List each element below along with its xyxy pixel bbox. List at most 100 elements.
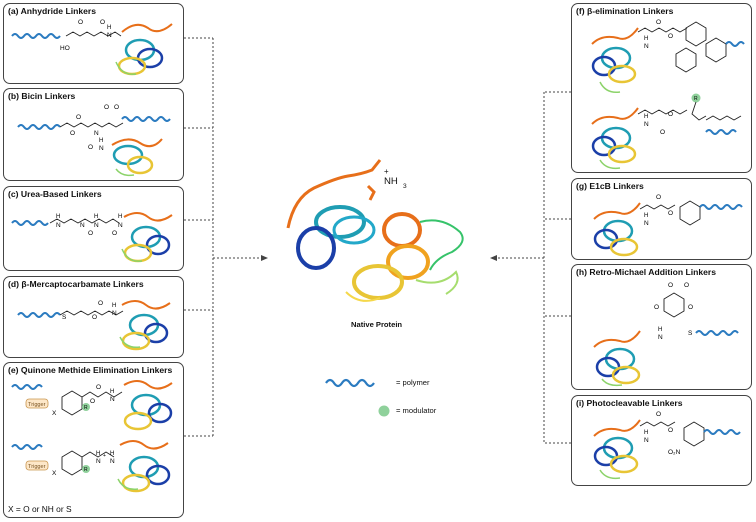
svg-text:N: N (99, 145, 104, 152)
amine-label: NH (384, 176, 398, 187)
urea-linker-structure: N H N O H N O H N (11, 212, 173, 263)
panel-beta-elimination-linkers: (f) β-elimination Linkers O O H N R O H (571, 3, 752, 173)
svg-text:O: O (684, 282, 689, 289)
panel-e1cb-linkers: (g) E1cB Linkers O O H N (571, 178, 752, 260)
svg-text:N: N (644, 220, 649, 227)
svg-text:R: R (84, 405, 88, 411)
svg-text:O: O (100, 19, 105, 26)
panel-title: (h) Retro-Michael Addition Linkers (576, 267, 717, 277)
protein-icon (593, 202, 641, 257)
protein-icon (115, 23, 173, 76)
panel-title: (d) β-Mercaptocarbamate Linkers (8, 279, 144, 289)
panel-quinone-methide-linkers: (e) Quinone Methide Elimination Linkers … (3, 362, 184, 518)
svg-text:R: R (84, 467, 88, 473)
svg-text:O: O (112, 230, 117, 237)
svg-text:H: H (96, 451, 100, 457)
panel-title: (c) Urea-Based Linkers (8, 189, 102, 199)
svg-text:O: O (660, 129, 665, 136)
legend-modulator-label: = modulator (396, 406, 437, 415)
svg-text:O: O (96, 384, 101, 391)
svg-text:O: O (88, 144, 93, 151)
svg-text:H: H (99, 138, 103, 144)
svg-text:O: O (98, 300, 103, 307)
panel-urea-based-linkers: (c) Urea-Based Linkers N H N O H N O H N (3, 186, 184, 271)
svg-text:S: S (688, 330, 693, 337)
footnote-x-definition: X = O or NH or S (8, 504, 72, 514)
svg-text:O: O (88, 230, 93, 237)
amine-charge: + (384, 167, 389, 176)
svg-text:N: N (110, 458, 115, 465)
svg-text:H: H (644, 430, 648, 436)
quinone-methide-linker-structure: Trigger X R O O H N Trigger X R H N + H … (11, 380, 173, 493)
polymer-icon (325, 378, 375, 388)
native-protein-label: Native Protein (351, 320, 403, 329)
protein-icon (117, 440, 171, 493)
svg-text:O: O (656, 194, 661, 201)
svg-text:O: O (654, 304, 659, 311)
protein-icon (591, 27, 639, 94)
svg-text:N: N (96, 458, 101, 465)
svg-text:S: S (62, 314, 67, 321)
protein-icon (121, 212, 173, 263)
svg-text:N: N (56, 222, 61, 229)
e1cb-linker-structure: O O H N (593, 194, 743, 257)
svg-text:O: O (668, 111, 673, 118)
retro-michael-linker-structure: O O O O H N S (593, 282, 739, 387)
panel-anhydride-linkers: (a) Anhydride Linkers HO O O H N (3, 3, 184, 84)
svg-text:H: H (644, 213, 648, 219)
svg-text:O: O (76, 114, 81, 121)
svg-text:N: N (644, 43, 649, 50)
svg-text:H: H (644, 36, 648, 42)
panel-title: (g) E1cB Linkers (576, 181, 644, 191)
svg-text:O: O (656, 411, 661, 418)
protein-icon (111, 138, 163, 177)
svg-text:H: H (56, 214, 60, 220)
svg-text:O: O (78, 19, 83, 26)
panel-photocleavable-linkers: (i) Photocleavable Linkers O O H N O₂N (571, 395, 752, 486)
svg-text:N: N (110, 396, 115, 403)
svg-text:O: O (114, 104, 119, 111)
svg-text:N: N (107, 32, 112, 39)
svg-text:HO: HO (60, 45, 70, 52)
anhydride-linker-structure: HO O O H N (11, 19, 173, 76)
svg-text:N: N (644, 437, 649, 444)
svg-text:O: O (668, 282, 673, 289)
svg-text:Trigger: Trigger (28, 402, 46, 408)
panel-title: (a) Anhydride Linkers (8, 6, 97, 16)
modulator-icon (378, 405, 390, 417)
photocleavable-linker-structure: O O H N O₂N (593, 411, 741, 480)
svg-text:N: N (94, 222, 99, 229)
svg-text:O: O (668, 33, 673, 40)
svg-text:O: O (688, 304, 693, 311)
amine-subscript: 3 (403, 183, 407, 190)
protein-icon (119, 300, 171, 351)
protein-icon (593, 419, 641, 480)
svg-text:O: O (668, 210, 673, 217)
svg-text:X: X (52, 410, 57, 417)
svg-text:H: H (118, 214, 122, 220)
svg-text:O: O (90, 398, 95, 405)
svg-text:O: O (656, 19, 661, 26)
panel-mercaptocarbamate-linkers: (d) β-Mercaptocarbamate Linkers S O O H … (3, 276, 184, 358)
svg-text:N: N (80, 222, 85, 229)
svg-text:N: N (112, 310, 117, 317)
svg-text:H: H (107, 25, 111, 31)
svg-text:H: H (658, 327, 662, 333)
panel-title: (e) Quinone Methide Elimination Linkers (8, 365, 173, 375)
protein-icon (123, 380, 173, 431)
svg-text:N: N (658, 334, 663, 341)
svg-text:H: H (644, 114, 648, 120)
panel-title: (i) Photocleavable Linkers (576, 398, 683, 408)
beta-elimination-linker-structure: O O H N R O H N O (591, 19, 745, 170)
svg-text:O: O (92, 314, 97, 321)
svg-text:R: R (694, 96, 698, 102)
svg-text:H: H (110, 389, 114, 395)
panel-retro-michael-linkers: (h) Retro-Michael Addition Linkers O O O… (571, 264, 752, 390)
legend-polymer-label: = polymer (396, 378, 430, 387)
svg-text:+: + (103, 453, 106, 459)
svg-text:O: O (70, 130, 75, 137)
svg-text:N: N (118, 222, 123, 229)
